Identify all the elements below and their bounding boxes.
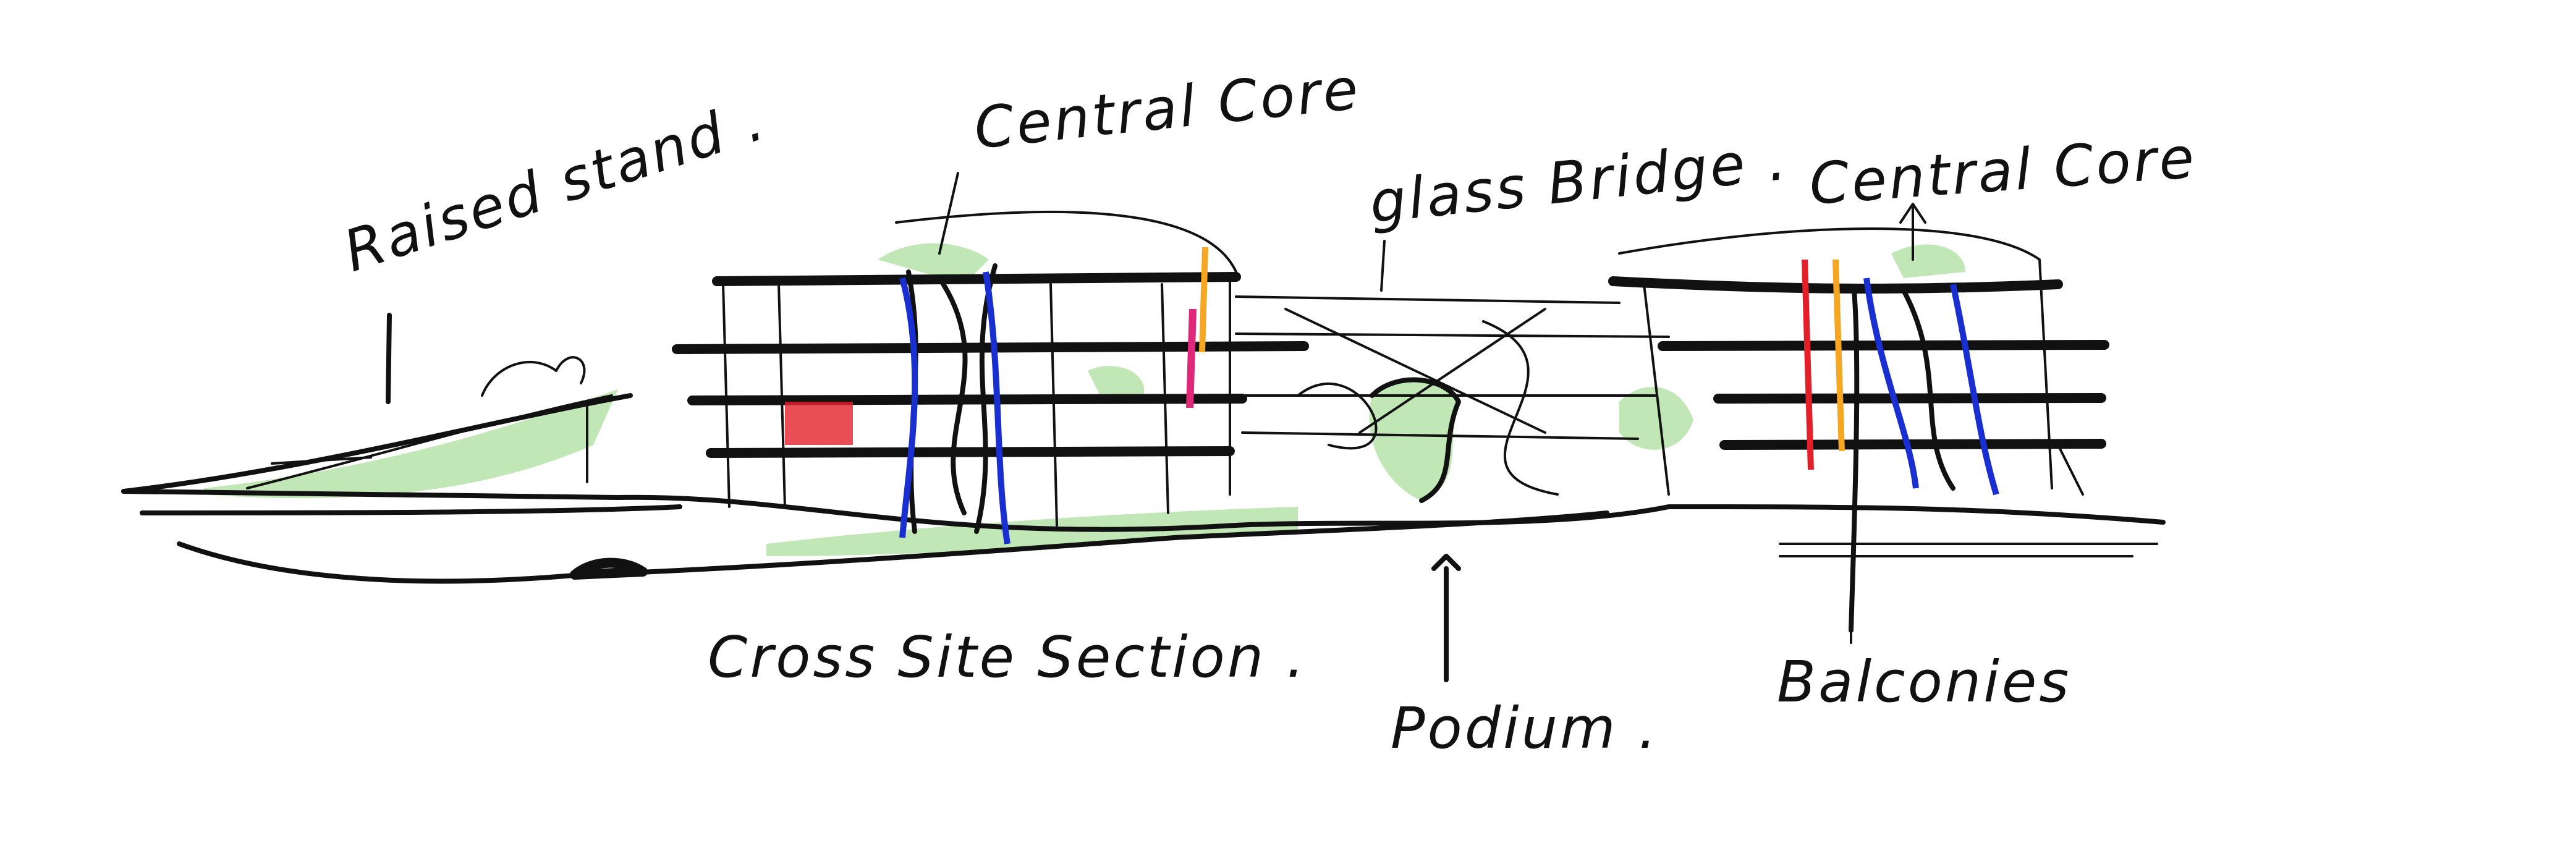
label-central-core-left: Central Core	[971, 56, 1363, 162]
label-central-core-right: Central Core	[1807, 124, 2198, 217]
raised-stand	[121, 356, 633, 494]
glass-bridge	[1235, 240, 1670, 682]
label-balconies: Balconies	[1777, 649, 2071, 715]
label-cross-site-section: Cross Site Section .	[708, 624, 1307, 690]
label-podium: Podium .	[1391, 695, 1659, 761]
label-raised-stand: Raised stand .	[336, 87, 774, 285]
right-building	[1608, 203, 2109, 633]
leader-lines	[386, 313, 1852, 644]
label-glass-bridge: glass Bridge .	[1366, 126, 1791, 235]
ground-line	[121, 489, 2166, 584]
left-building	[672, 172, 1309, 544]
